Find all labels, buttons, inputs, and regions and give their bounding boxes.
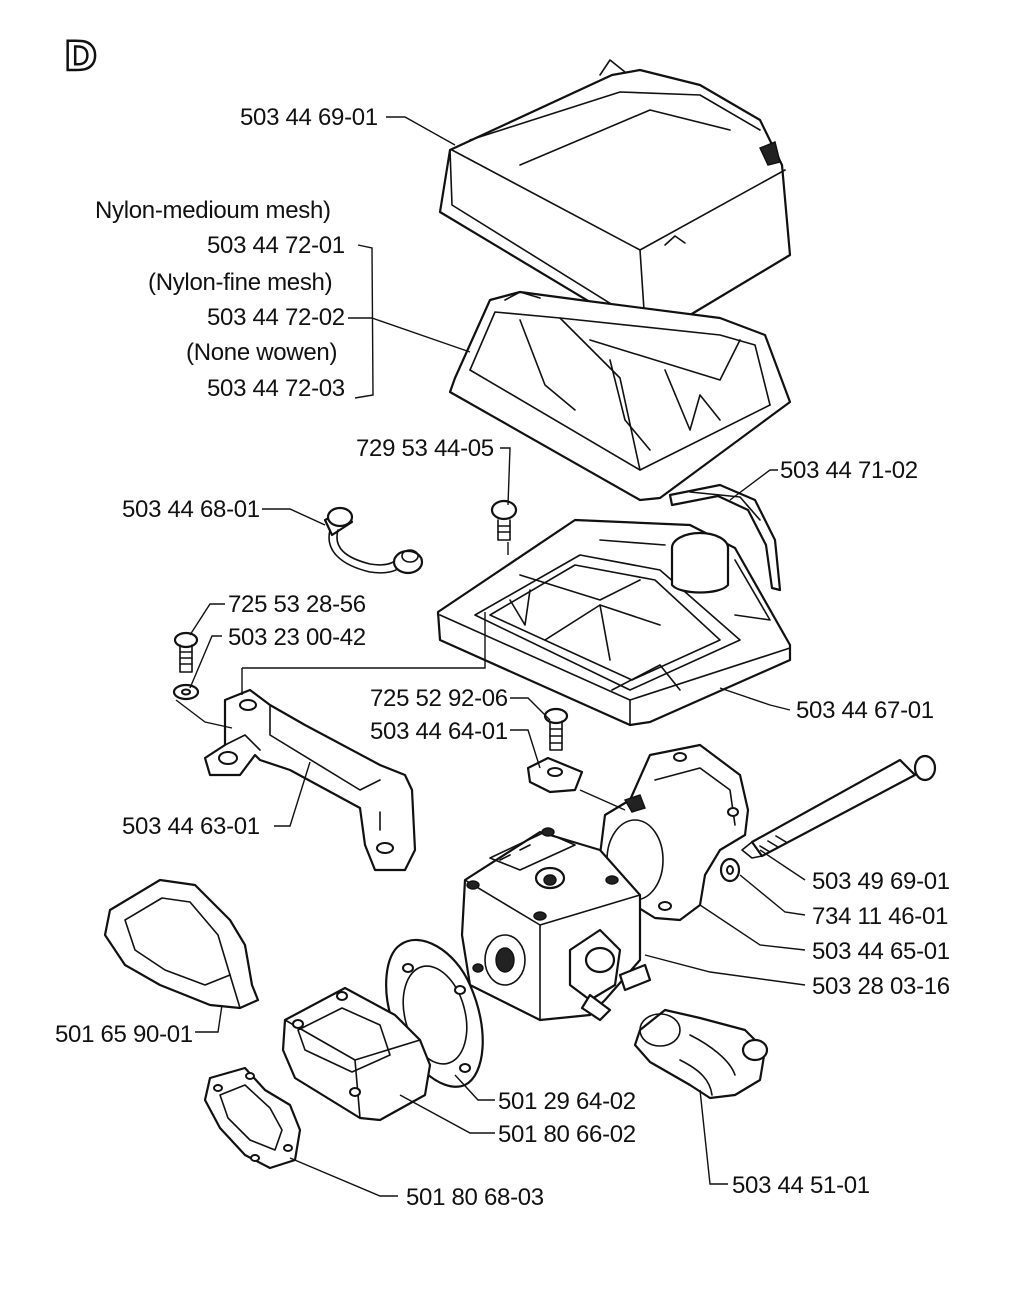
label-filter-base: 503 44 67-01 — [796, 697, 934, 724]
leader-lines — [175, 116, 806, 1197]
label-seal-strip: 503 44 71-02 — [780, 457, 918, 484]
screw-mid — [543, 707, 569, 751]
label-hose: 503 44 68-01 — [122, 496, 260, 523]
bracket — [203, 688, 417, 872]
label-filter-note-3: (None wowen) — [186, 339, 337, 366]
label-washer-right: 734 11 46-01 — [812, 903, 948, 930]
washer-right — [719, 857, 741, 883]
label-rubber-boot: 501 65 90-01 — [55, 1021, 193, 1048]
label-screw-top: 729 53 44-05 — [356, 435, 494, 462]
label-carburetor: 503 28 03-16 — [812, 973, 950, 1000]
intake-manifold — [281, 986, 432, 1122]
filter-element — [448, 290, 792, 502]
screw-top — [490, 499, 518, 541]
rubber-boot — [103, 878, 260, 1010]
label-intake-manifold: 501 80 66-02 — [498, 1121, 636, 1148]
filter-base — [436, 518, 792, 727]
section-letter: D — [64, 34, 97, 80]
seal-strip — [668, 483, 782, 592]
label-fuel-pump-hose: 503 44 51-01 — [732, 1172, 870, 1199]
label-bracket: 503 44 63-01 — [122, 813, 260, 840]
air-filter-cover — [438, 59, 792, 337]
part-labels: 503 44 69-01 Nylon-medioum mesh) 503 44 … — [55, 104, 950, 1211]
label-filter-2: 503 44 72-02 — [207, 304, 345, 331]
fuel-pump-hose — [633, 1008, 769, 1100]
washer-left — [172, 683, 200, 701]
carburetor — [460, 827, 652, 1022]
label-screw-mid: 725 52 92-06 — [370, 685, 508, 712]
label-filter-note-1: Nylon-medioum mesh) — [95, 197, 331, 224]
gasket-flat — [203, 1066, 302, 1170]
bolt — [741, 754, 937, 859]
label-intake-elbow: 503 44 65-01 — [812, 938, 950, 965]
label-washer-left: 503 23 00-42 — [228, 624, 366, 651]
label-clip: 503 44 64-01 — [370, 718, 508, 745]
label-filter-note-2: (Nylon-fine mesh) — [148, 269, 332, 296]
label-bolt: 503 49 69-01 — [812, 868, 950, 895]
screw-left — [173, 631, 199, 673]
label-gasket-flat: 501 80 68-03 — [406, 1184, 544, 1211]
clip — [526, 756, 584, 794]
label-cover: 503 44 69-01 — [240, 104, 378, 131]
hose — [323, 506, 424, 575]
label-filter-3: 503 44 72-03 — [207, 375, 345, 402]
label-gasket-round: 501 29 64-02 — [498, 1088, 636, 1115]
label-screw-left: 725 53 28-56 — [228, 591, 366, 618]
label-filter-1: 503 44 72-01 — [207, 232, 345, 259]
